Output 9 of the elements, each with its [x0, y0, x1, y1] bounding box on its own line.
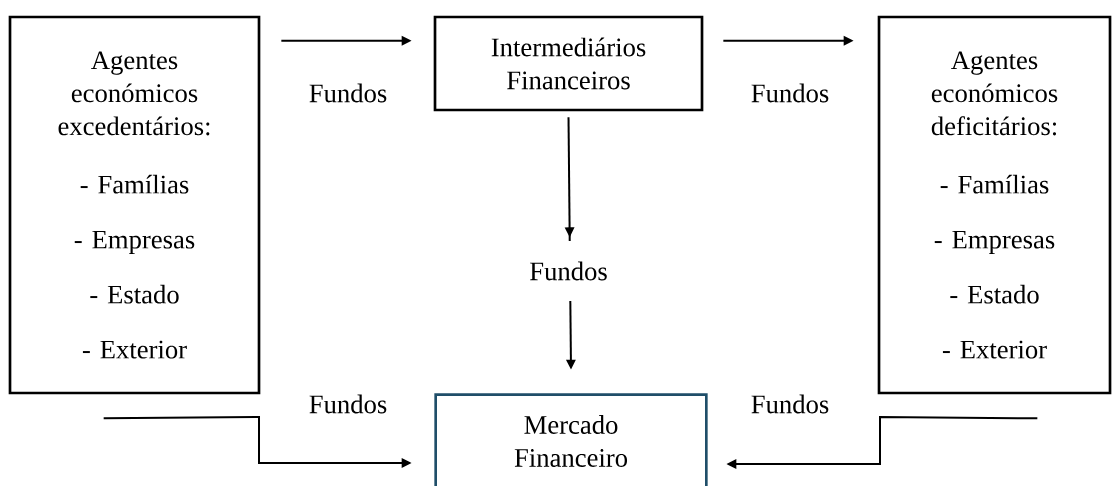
- edge-label: Fundos: [749, 389, 831, 419]
- edge-label: Fundos: [307, 78, 389, 108]
- process-box: Agentes económicos excedentários: - Famílias - Empresas - Estado - Exterior: [8, 15, 261, 395]
- process-box: Mercado Financeiro: [434, 393, 708, 486]
- process-box: Agentes económicos deficitários: - Famílias - Empresas - Estado - Exterior: [877, 15, 1112, 395]
- edge-label: Fundos: [527, 241, 610, 301]
- edge-label: Fundos: [749, 78, 831, 108]
- process-box: Intermediários Financeiros: [433, 15, 704, 112]
- edge-label: Fundos: [307, 389, 389, 419]
